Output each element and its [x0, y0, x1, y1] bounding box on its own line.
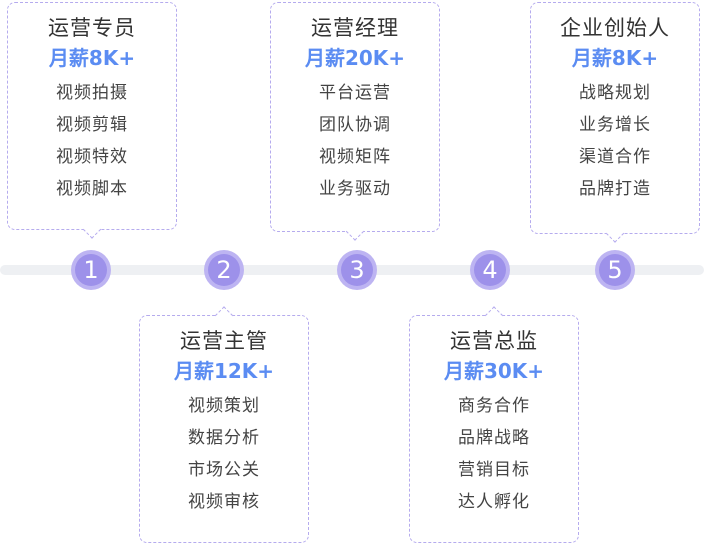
card-pointer [214, 306, 234, 325]
step-number: 4 [482, 256, 498, 284]
duty-item: 业务驱动 [319, 179, 391, 199]
step-number: 1 [83, 256, 99, 284]
duty-list: 视频策划 数据分析 市场公关 视频审核 [140, 390, 308, 518]
role-title: 企业创始人 [560, 16, 670, 40]
stage-card-5: 企业创始人 月薪8K+ 战略规划 业务增长 渠道合作 品牌打造 [530, 2, 700, 243]
step-dot-4: 4 [470, 250, 510, 290]
role-salary: 月薪8K+ [571, 46, 659, 70]
stage-card-3: 运营经理 月薪20K+ 平台运营 团队协调 视频矩阵 业务驱动 [270, 2, 440, 241]
step-number: 3 [349, 256, 365, 284]
card-pointer [82, 220, 102, 239]
card-pointer [345, 222, 365, 241]
duty-item: 视频脚本 [56, 179, 128, 199]
duty-item: 视频矩阵 [319, 147, 391, 167]
step-dot-3: 3 [337, 250, 377, 290]
duty-item: 视频拍摄 [56, 83, 128, 103]
duty-item: 数据分析 [188, 428, 260, 448]
duty-list: 商务合作 品牌战略 营销目标 达人孵化 [410, 390, 578, 518]
role-salary: 月薪20K+ [304, 46, 406, 70]
step-number: 5 [607, 256, 623, 284]
step-dot-2: 2 [204, 250, 244, 290]
role-title: 运营专员 [48, 16, 136, 40]
role-salary: 月薪8K+ [48, 46, 136, 70]
step-dot-1: 1 [71, 250, 111, 290]
duty-item: 团队协调 [319, 115, 391, 135]
duty-item: 渠道合作 [579, 147, 651, 167]
duty-item: 视频策划 [188, 396, 260, 416]
duty-item: 视频剪辑 [56, 115, 128, 135]
role-salary: 月薪30K+ [443, 359, 545, 383]
duty-list: 视频拍摄 视频剪辑 视频特效 视频脚本 [8, 77, 176, 205]
duty-item: 达人孵化 [458, 492, 530, 512]
role-title: 运营主管 [180, 329, 268, 353]
stage-card-1: 运营专员 月薪8K+ 视频拍摄 视频剪辑 视频特效 视频脚本 [7, 2, 177, 239]
duty-item: 品牌战略 [458, 428, 530, 448]
duty-item: 视频审核 [188, 492, 260, 512]
card-pointer [484, 306, 504, 325]
step-number: 2 [216, 256, 232, 284]
card-pointer [605, 224, 625, 243]
duty-item: 商务合作 [458, 396, 530, 416]
duty-item: 战略规划 [579, 83, 651, 103]
duty-list: 平台运营 团队协调 视频矩阵 业务驱动 [271, 77, 439, 205]
duty-item: 品牌打造 [579, 179, 651, 199]
duty-item: 视频特效 [56, 147, 128, 167]
role-salary: 月薪12K+ [173, 359, 275, 383]
stage-card-2: 运营主管 月薪12K+ 视频策划 数据分析 市场公关 视频审核 [139, 306, 309, 543]
duty-item: 平台运营 [319, 83, 391, 103]
step-dot-5: 5 [595, 250, 635, 290]
duty-item: 市场公关 [188, 460, 260, 480]
role-title: 运营经理 [311, 16, 399, 40]
stage-card-4: 运营总监 月薪30K+ 商务合作 品牌战略 营销目标 达人孵化 [409, 306, 579, 543]
duty-list: 战略规划 业务增长 渠道合作 品牌打造 [531, 77, 699, 205]
duty-item: 业务增长 [579, 115, 651, 135]
role-title: 运营总监 [450, 329, 538, 353]
duty-item: 营销目标 [458, 460, 530, 480]
